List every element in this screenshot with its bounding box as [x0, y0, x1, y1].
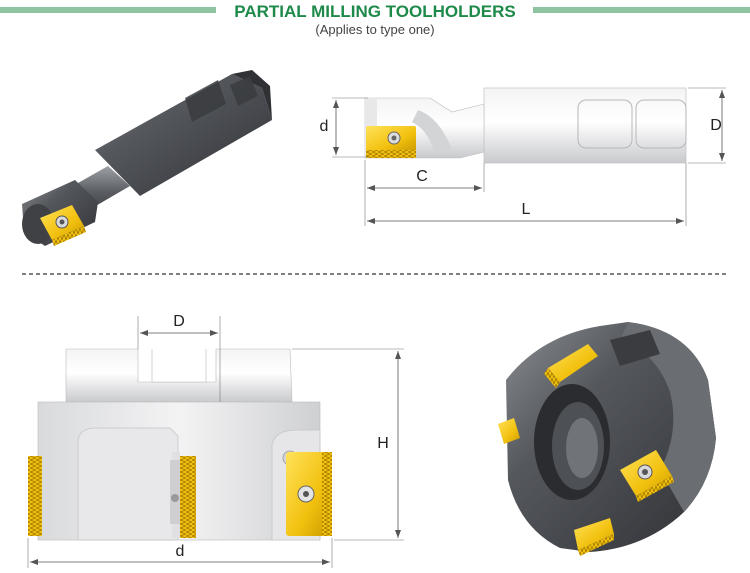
page-title: PARTIAL MILLING TOOLHOLDERS	[234, 2, 515, 21]
shank-holder-3d	[22, 70, 272, 246]
title-bar-right	[533, 7, 750, 13]
label-cutter-D: D	[173, 313, 185, 330]
cutter-insert-center	[170, 452, 196, 538]
cutter-insert-left	[28, 456, 42, 536]
shank-holder-side-view: d D C L	[320, 87, 726, 226]
label-shank-C: C	[416, 168, 428, 185]
cutter3d-insert-top	[544, 344, 598, 388]
side-view-insert	[366, 126, 416, 158]
title-bar-left	[0, 7, 216, 13]
label-shank-D: D	[710, 117, 722, 134]
cutter-3d	[498, 322, 716, 556]
shank-insert	[40, 205, 86, 246]
header: PARTIAL MILLING TOOLHOLDERS (Applies to …	[0, 2, 750, 37]
label-shank-d: d	[320, 118, 329, 135]
label-shank-L: L	[522, 201, 531, 218]
cutter3d-insert-left	[498, 418, 520, 444]
cutter3d-insert-bottom	[574, 518, 614, 556]
cutter3d-insert-front	[620, 450, 674, 502]
label-cutter-d: d	[176, 543, 185, 560]
label-cutter-H: H	[377, 435, 389, 452]
page-subtitle: (Applies to type one)	[315, 22, 434, 37]
cutter-insert-right	[282, 450, 332, 536]
cutter-side-view: D H d	[27, 313, 404, 568]
